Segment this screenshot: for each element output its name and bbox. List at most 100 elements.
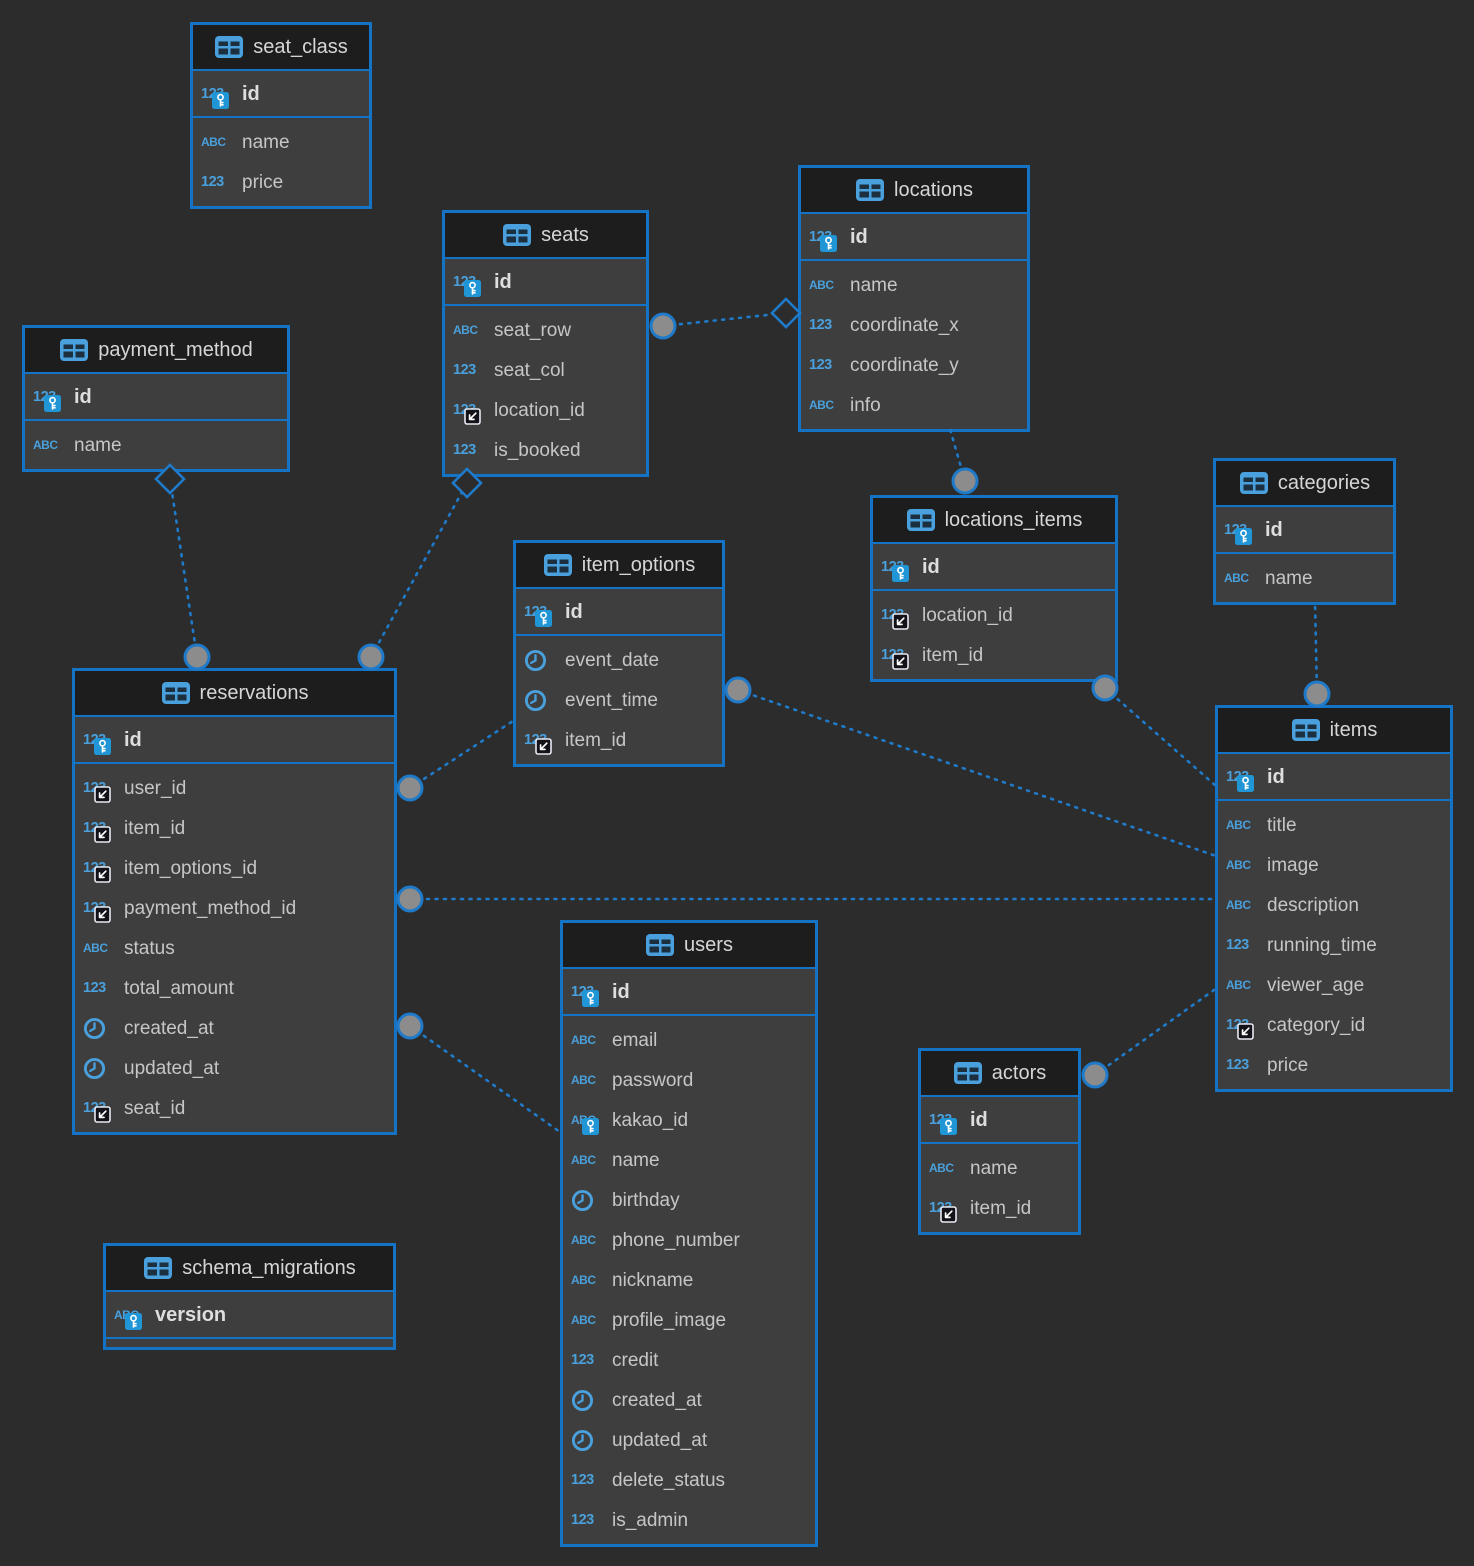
entity-locations_items[interactable]: locations_items123id 123location_id 123 ite… [870,495,1118,682]
column-id[interactable]: 123id [445,259,646,304]
entity-header-actors[interactable]: actors [921,1051,1078,1097]
datetime-type-icon [524,689,547,711]
entity-header-users[interactable]: users [563,923,815,969]
column-id[interactable]: 123id [873,544,1115,589]
column-category_id[interactable]: 123category_id [1218,1005,1450,1045]
column-id[interactable]: 123id [801,214,1027,259]
entity-header-seat_class[interactable]: seat_class [193,25,369,71]
column-item_options_id[interactable]: 123item_options_id [75,848,394,888]
number-type-icon: 123 [201,174,224,190]
column-birthday[interactable]: birthday [563,1180,815,1220]
column-id[interactable]: 123id [25,374,287,419]
entity-locations[interactable]: locations123idABCname123coordinate_x123c… [798,165,1030,432]
column-created_at[interactable]: created_at [75,1008,394,1048]
entity-header-item_options[interactable]: item_options [516,543,722,589]
entity-actors[interactable]: actors123idABCname123item_id [918,1048,1081,1235]
entity-seat_class[interactable]: seat_class123idABCname123price [190,22,372,209]
entity-header-reservations[interactable]: reservations [75,671,394,717]
foreign-key-icon [1237,1023,1254,1040]
column-id[interactable]: 123id [75,717,394,762]
entity-item_options[interactable]: item_options123id event_date event_time 123… [513,540,725,767]
entity-categories[interactable]: categories123idABCname [1213,458,1396,605]
column-id[interactable]: 123id [193,71,369,116]
column-id[interactable]: 123id [563,969,815,1014]
entity-seats[interactable]: seats123idABCseat_row123seat_col123locat… [442,210,649,477]
entity-title: items [1329,718,1378,741]
relation-reservations-item_options [408,719,515,790]
entity-header-items[interactable]: items [1218,708,1450,754]
column-type-icon-wrap: 123 [881,642,913,670]
entity-items[interactable]: items 123idABCtitleABCimageABCdescription… [1215,705,1453,1092]
column-name: id [242,82,260,105]
column-updated_at[interactable]: updated_at [75,1048,394,1088]
entity-header-categories[interactable]: categories [1216,461,1393,507]
entity-reservations[interactable]: reservations123id123user_id123item_id123… [72,668,397,1135]
entity-header-payment_method[interactable]: payment_method [25,328,287,374]
entity-users[interactable]: users123idABCemailABCpasswordABCkakao_id… [560,920,818,1547]
column-kakao_id[interactable]: ABCkakao_id [563,1100,815,1140]
column-item_id[interactable]: 123item_id [921,1188,1078,1228]
column-user_id[interactable]: 123user_id [75,768,394,808]
column-id[interactable]: 123id [921,1097,1078,1142]
column-location_id[interactable]: 123location_id [873,595,1115,635]
string-type-icon: ABC [571,1073,596,1087]
column-name: item_id [922,644,984,666]
column-name: location_id [494,399,585,421]
column-item_id[interactable]: 123item_id [75,808,394,848]
entity-header-schema_migrations[interactable]: schema_migrations [106,1246,393,1292]
column-item_id[interactable]: 123 item_id [873,635,1115,675]
column-id[interactable]: 123id [516,589,722,634]
column-item_id[interactable]: 123item_id [516,720,722,760]
column-type-icon-wrap: 123 [33,384,65,412]
column-updated_at[interactable]: updated_at [563,1420,815,1460]
entity-header-locations[interactable]: locations [801,168,1027,214]
column-location_id[interactable]: 123location_id [445,390,646,430]
column-name: id [922,555,940,578]
column-version[interactable]: ABCversion [106,1292,393,1337]
column-event_time[interactable]: event_time [516,680,722,720]
column-payment_method_id[interactable]: 123payment_method_id [75,888,394,928]
column-type-icon-wrap: 123 [1226,1052,1258,1078]
column-id[interactable]: 123id [1218,754,1450,799]
entity-header-seats[interactable]: seats [445,213,646,259]
entity-schema_migrations[interactable]: schema_migrationsABCversion [103,1243,396,1350]
entity-payment_method[interactable]: payment_method123idABCname [22,325,290,472]
entity-header-locations_items[interactable]: locations_items [873,498,1115,544]
column-name: event_time [565,689,658,711]
column-event_date[interactable]: event_date [516,640,722,680]
column-created_at[interactable]: created_at [563,1380,815,1420]
column-id[interactable]: 123id [1216,507,1393,552]
